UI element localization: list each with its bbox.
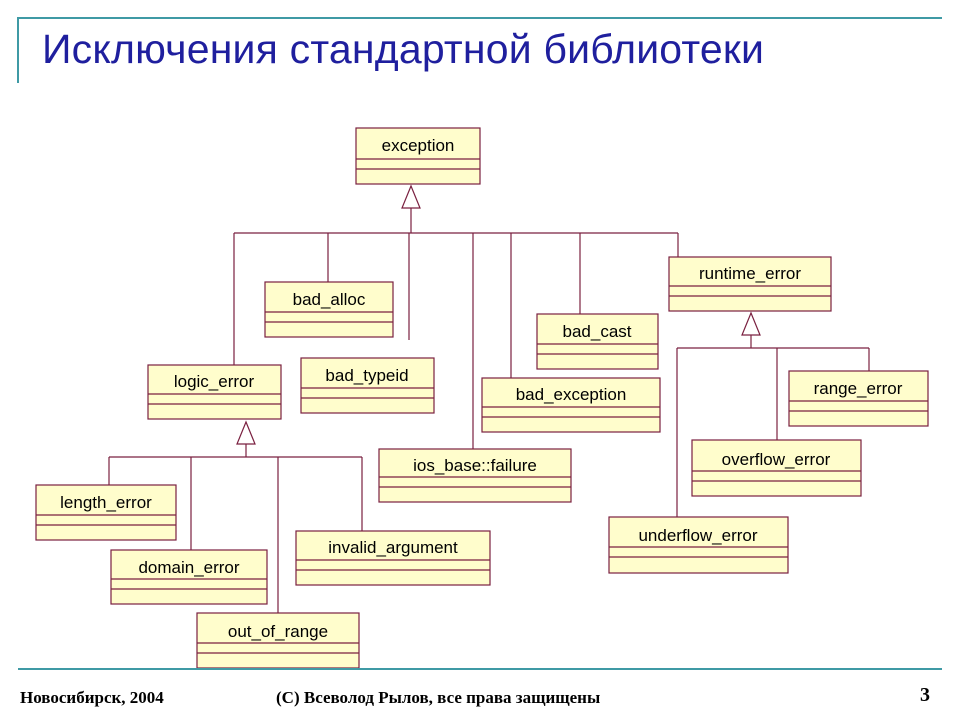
class-name: bad_typeid <box>325 366 408 385</box>
class-name: range_error <box>814 379 903 398</box>
footer-rule <box>18 668 942 670</box>
slide-title: Исключения стандартной библиотеки <box>42 26 765 72</box>
class-name: invalid_argument <box>328 538 458 557</box>
class-length-error: length_error <box>35 484 177 541</box>
footer-location-year: Новосибирск, 2004 <box>20 688 164 707</box>
class-name: exception <box>382 136 455 155</box>
generalization-arrow <box>401 184 421 209</box>
class-ios-base-failure: ios_base::failure <box>378 448 572 503</box>
class-logic-error: logic_error <box>147 364 282 420</box>
class-underflow-error: underflow_error <box>608 516 789 574</box>
inheritance-connectors-logic-error <box>108 420 363 613</box>
class-domain-error: domain_error <box>110 549 268 605</box>
title-rule <box>18 17 942 19</box>
class-name: bad_exception <box>516 385 627 404</box>
page-number: 3 <box>920 684 930 706</box>
class-exception: exception <box>355 127 481 185</box>
class-name: domain_error <box>138 558 239 577</box>
class-name: ios_base::failure <box>413 456 537 475</box>
class-name: out_of_range <box>228 622 328 641</box>
class-bad-alloc: bad_alloc <box>264 281 394 338</box>
class-runtime-error: runtime_error <box>668 256 832 312</box>
generalization-arrow <box>236 420 256 445</box>
generalization-arrow <box>741 311 761 336</box>
class-name: logic_error <box>174 372 255 391</box>
class-out-of-range: out_of_range <box>196 612 360 669</box>
class-name: bad_cast <box>563 322 632 341</box>
inheritance-connectors-exception <box>233 184 679 449</box>
class-bad-cast: bad_cast <box>536 313 659 370</box>
class-bad-exception: bad_exception <box>481 377 661 433</box>
class-name: underflow_error <box>638 526 757 545</box>
class-range-error: range_error <box>788 370 929 427</box>
inheritance-connectors-runtime-error <box>676 311 870 517</box>
class-name: runtime_error <box>699 264 801 283</box>
class-name: bad_alloc <box>293 290 366 309</box>
class-bad-typeid: bad_typeid <box>300 357 435 414</box>
class-name: length_error <box>60 493 152 512</box>
footer-copyright: (C) Всеволод Рылов, все права защищены <box>276 688 601 707</box>
class-name: overflow_error <box>722 450 831 469</box>
class-overflow-error: overflow_error <box>691 439 862 497</box>
title-rule-left <box>17 17 19 83</box>
class-invalid-argument: invalid_argument <box>295 530 491 586</box>
